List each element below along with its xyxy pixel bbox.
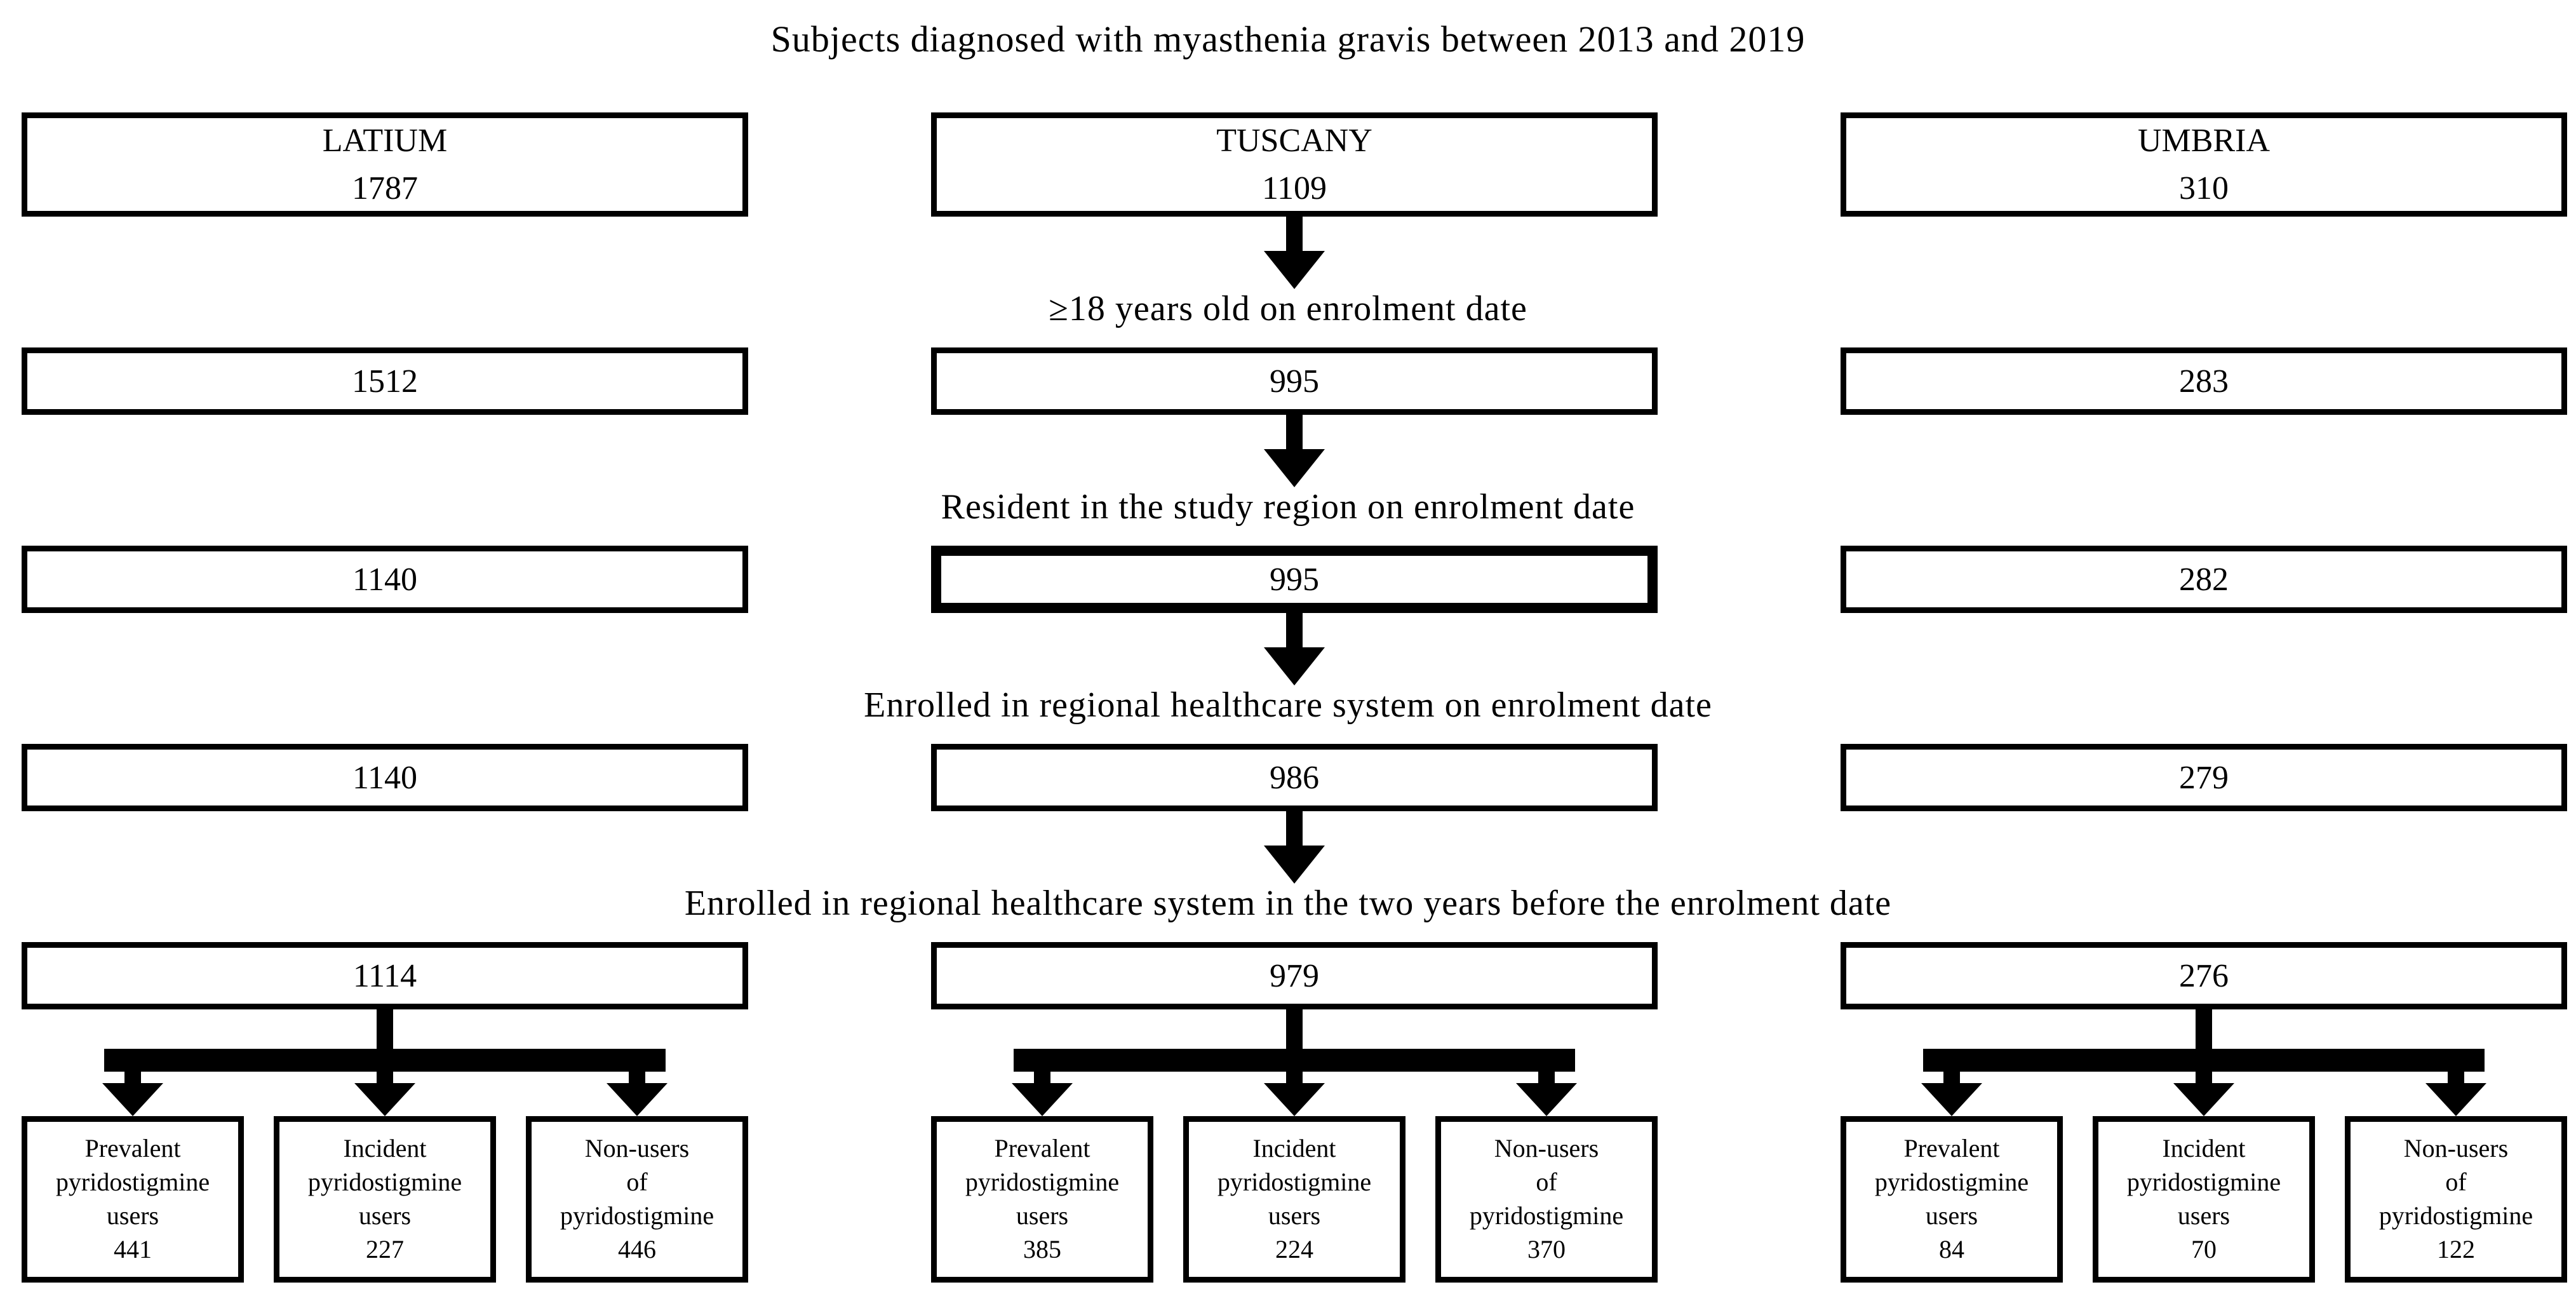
- arrow-row: [0, 415, 2576, 487]
- outcome-box-nonusers: Non-users of pyridostigmine 446: [526, 1116, 748, 1283]
- down-arrow-icon: [1264, 613, 1325, 685]
- count-box-umbria: 283: [1841, 347, 2567, 415]
- region-initial-count: 310: [2179, 170, 2229, 206]
- outcome-label: Prevalent pyridostigmine users: [1874, 1134, 2029, 1230]
- down-arrow-icon: [1264, 217, 1325, 289]
- outcome-box-nonusers: Non-users of pyridostigmine 370: [1435, 1116, 1658, 1283]
- count-box-latium: 1114: [22, 942, 748, 1009]
- arrow-row: [0, 811, 2576, 884]
- step-row-2: 1140 995 282: [0, 546, 2576, 613]
- outcome-label: Incident pyridostigmine users: [2126, 1134, 2281, 1230]
- branch-arrow-icon: [931, 1009, 1658, 1116]
- outcome-count: 70: [2191, 1234, 2217, 1264]
- count-box-tuscany: 995: [931, 546, 1658, 613]
- down-arrow-icon: [1264, 811, 1325, 884]
- criterion-age: ≥18 years old on enrolment date: [1049, 289, 1527, 328]
- branch-row: [0, 1009, 2576, 1116]
- count-box-umbria: 276: [1841, 942, 2567, 1009]
- outcome-label: Incident pyridostigmine users: [307, 1134, 462, 1230]
- region-box-umbria: UMBRIA 310: [1841, 112, 2567, 217]
- count-box-latium: 1140: [22, 546, 748, 613]
- outcome-box-incident: Incident pyridostigmine users 227: [274, 1116, 496, 1283]
- outcome-cell-latium: Prevalent pyridostigmine users 441 Incid…: [22, 1116, 748, 1283]
- outcome-box-prevalent: Prevalent pyridostigmine users 385: [931, 1116, 1153, 1283]
- step-row-3: 1140 986 279: [0, 744, 2576, 811]
- outcome-count: 227: [366, 1234, 404, 1264]
- count-box-tuscany: 979: [931, 942, 1658, 1009]
- outcome-label: Non-users of pyridostigmine: [1469, 1134, 1624, 1230]
- outcome-count: 385: [1023, 1234, 1061, 1264]
- branch-arrow-icon: [22, 1009, 748, 1116]
- diagram-title: Subjects diagnosed with myasthenia gravi…: [770, 18, 1806, 60]
- criterion-enrolment-two-years: Enrolled in regional healthcare system i…: [684, 884, 1892, 923]
- outcome-box-prevalent: Prevalent pyridostigmine users 84: [1841, 1116, 2063, 1283]
- region-initial-count: 1109: [1261, 170, 1327, 206]
- outcome-label: Incident pyridostigmine users: [1217, 1134, 1372, 1230]
- count-box-tuscany: 986: [931, 744, 1658, 811]
- outcome-label: Non-users of pyridostigmine: [560, 1134, 714, 1230]
- step-row-4: 1114 979 276: [0, 942, 2576, 1009]
- outcome-label: Prevalent pyridostigmine users: [55, 1134, 210, 1230]
- arrow-row: [0, 613, 2576, 685]
- outcome-box-nonusers: Non-users of pyridostigmine 122: [2345, 1116, 2567, 1283]
- step-row-1: 1512 995 283: [0, 347, 2576, 415]
- outcome-count: 441: [114, 1234, 152, 1264]
- count-box-umbria: 282: [1841, 546, 2567, 613]
- count-box-latium: 1512: [22, 347, 748, 415]
- branch-arrow-icon: [1841, 1009, 2567, 1116]
- outcome-row: Prevalent pyridostigmine users 441 Incid…: [0, 1116, 2576, 1283]
- count-box-latium: 1140: [22, 744, 748, 811]
- arrow-row: [0, 217, 2576, 289]
- region-name: TUSCANY: [1216, 122, 1372, 159]
- region-box-latium: LATIUM 1787: [22, 112, 748, 217]
- outcome-box-incident: Incident pyridostigmine users 70: [2093, 1116, 2315, 1283]
- outcome-label: Non-users of pyridostigmine: [2378, 1134, 2533, 1230]
- criterion-residence: Resident in the study region on enrolmen…: [941, 487, 1635, 527]
- outcome-count: 122: [2437, 1234, 2475, 1264]
- outcome-box-prevalent: Prevalent pyridostigmine users 441: [22, 1116, 244, 1283]
- down-arrow-icon: [1264, 415, 1325, 487]
- outcome-label: Prevalent pyridostigmine users: [965, 1134, 1120, 1230]
- region-box-tuscany: TUSCANY 1109: [931, 112, 1658, 217]
- outcome-count: 84: [1939, 1234, 1964, 1264]
- count-box-umbria: 279: [1841, 744, 2567, 811]
- criterion-enrolment: Enrolled in regional healthcare system o…: [864, 685, 1712, 725]
- outcome-cell-umbria: Prevalent pyridostigmine users 84 Incide…: [1841, 1116, 2567, 1283]
- count-box-tuscany: 995: [931, 347, 1658, 415]
- region-name: UMBRIA: [2137, 122, 2271, 159]
- outcome-cell-tuscany: Prevalent pyridostigmine users 385 Incid…: [931, 1116, 1658, 1283]
- header-row: LATIUM 1787 TUSCANY 1109 UMBRIA 310: [0, 112, 2576, 217]
- region-initial-count: 1787: [352, 170, 418, 206]
- outcome-count: 370: [1527, 1234, 1566, 1264]
- outcome-count: 224: [1275, 1234, 1313, 1264]
- outcome-count: 446: [618, 1234, 656, 1264]
- outcome-box-incident: Incident pyridostigmine users 224: [1183, 1116, 1405, 1283]
- region-name: LATIUM: [322, 122, 448, 159]
